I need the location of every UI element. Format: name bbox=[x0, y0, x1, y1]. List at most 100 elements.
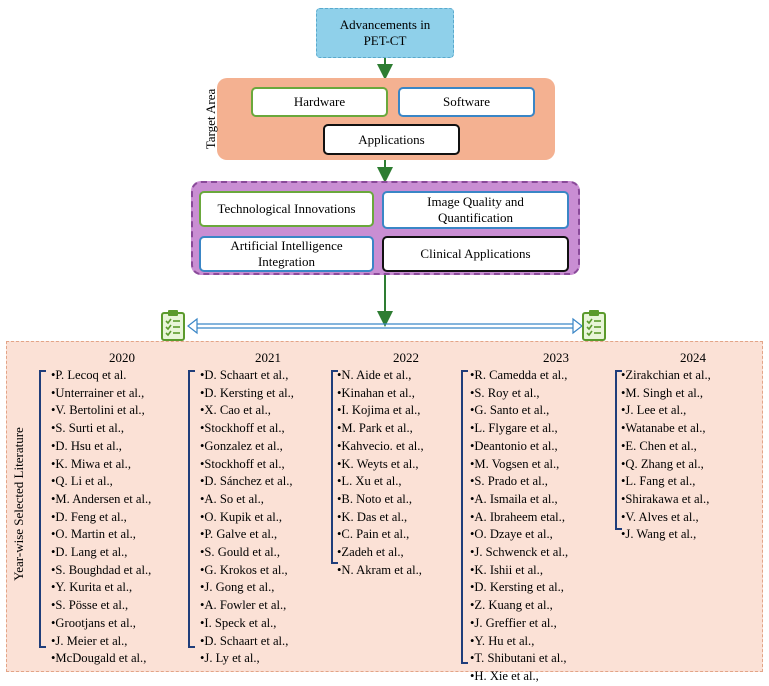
literature-item: O. Martin et al., bbox=[51, 526, 151, 544]
literature-label: Year-wise Selected Literature bbox=[11, 427, 26, 581]
literature-item: K. Miwa et al., bbox=[51, 456, 151, 474]
literature-item: B. Noto et al., bbox=[337, 491, 424, 509]
applications-box: Applications bbox=[323, 124, 460, 155]
literature-item: M. Singh et al., bbox=[621, 385, 711, 403]
hardware-label: Hardware bbox=[293, 94, 346, 109]
year-2021: 2021 bbox=[255, 350, 281, 365]
literature-item: Zadeh et al., bbox=[337, 544, 424, 562]
literature-item: S. Prado et al., bbox=[470, 473, 568, 491]
hardware-box: Hardware bbox=[251, 87, 388, 117]
literature-item: Q. Zhang et al., bbox=[621, 456, 711, 474]
literature-item: S. Gould et al., bbox=[200, 544, 294, 562]
literature-item: K. Weyts et al., bbox=[337, 456, 424, 474]
literature-item: V. Bertolini et al., bbox=[51, 402, 151, 420]
literature-item: J. Gong et al., bbox=[200, 579, 294, 597]
column-2024: Zirakchian et al.,M. Singh et al.,J. Lee… bbox=[621, 367, 711, 544]
literature-item: D. Feng et al., bbox=[51, 509, 151, 527]
literature-item: E. Chen et al., bbox=[621, 438, 711, 456]
literature-item: Grootjans et al., bbox=[51, 615, 151, 633]
column-2023: R. Camedda et al.,S. Roy et al.,G. Santo… bbox=[470, 367, 568, 686]
column-2021: D. Schaart et al.,D. Kersting et al.,X. … bbox=[200, 367, 294, 668]
literature-item: M. Park et al., bbox=[337, 420, 424, 438]
literature-item: P. Lecoq et al. bbox=[51, 367, 151, 385]
literature-item: T. Shibutani et al., bbox=[470, 650, 568, 668]
literature-item: McDougald et al., bbox=[51, 650, 151, 668]
literature-item: Stockhoff et al., bbox=[200, 456, 294, 474]
literature-item: S. Pösse et al., bbox=[51, 597, 151, 615]
column-2020: P. Lecoq et al.Unterrainer et al.,V. Ber… bbox=[51, 367, 151, 668]
double-arrow bbox=[187, 317, 583, 335]
clinical-applications-label: Clinical Applications bbox=[420, 246, 531, 261]
literature-item: J. Lee et al., bbox=[621, 402, 711, 420]
literature-item: Deantonio et al., bbox=[470, 438, 568, 456]
literature-item: D. Lang et al., bbox=[51, 544, 151, 562]
literature-item: Stockhoff et al., bbox=[200, 420, 294, 438]
bracket-2024 bbox=[615, 370, 622, 530]
literature-item: P. Galve et al., bbox=[200, 526, 294, 544]
literature-item: Y. Hu et al., bbox=[470, 633, 568, 651]
literature-item: Kahvecio. et al., bbox=[337, 438, 423, 456]
target-area-label: Target Area bbox=[203, 88, 218, 150]
clipboard-checklist-icon bbox=[161, 310, 185, 341]
literature-item: M. Vogsen et al., bbox=[470, 456, 568, 474]
literature-item: O. Kupik et al., bbox=[200, 509, 294, 527]
literature-item: O. Dzaye et al., bbox=[470, 526, 568, 544]
literature-item: A. Fowler et al., bbox=[200, 597, 294, 615]
top-title: Advancements in PET-CT bbox=[339, 17, 431, 48]
literature-item: D. Kersting et al., bbox=[200, 385, 294, 403]
literature-item: D. Schaart et al., bbox=[200, 367, 294, 385]
literature-item: A. Ismaila et al., bbox=[470, 491, 568, 509]
literature-item: Kinahan et al., bbox=[337, 385, 424, 403]
bracket-2023 bbox=[461, 370, 468, 664]
literature-item: Unterrainer et al., bbox=[51, 385, 151, 403]
literature-item: L. Flygare et al., bbox=[470, 420, 568, 438]
literature-item: D. Hsu et al., bbox=[51, 438, 151, 456]
literature-item: L. Fang et al., bbox=[621, 473, 711, 491]
software-label: Software bbox=[443, 94, 490, 109]
literature-item: K. Das et al., bbox=[337, 509, 424, 527]
literature-item: S. Roy et al., bbox=[470, 385, 568, 403]
clipboard-checklist-icon bbox=[582, 310, 606, 341]
literature-item: G. Santo et al., bbox=[470, 402, 568, 420]
technological-innovations-box: Technological Innovations bbox=[199, 191, 374, 227]
literature-item: A. So et al., bbox=[200, 491, 294, 509]
literature-item: Shirakawa et al., bbox=[621, 491, 711, 509]
column-2022: N. Aide et al.,Kinahan et al.,I. Kojima … bbox=[337, 367, 424, 580]
literature-item: J. Wang et al., bbox=[621, 526, 711, 544]
literature-item: L. Xu et al., bbox=[337, 473, 424, 491]
ai-integration-label: Artificial Intelligence Integration bbox=[230, 238, 343, 269]
literature-item: X. Cao et al., bbox=[200, 402, 294, 420]
ai-integration-box: Artificial Intelligence Integration bbox=[199, 236, 374, 272]
literature-item: M. Andersen et al., bbox=[51, 491, 151, 509]
literature-item: Z. Kuang et al., bbox=[470, 597, 568, 615]
literature-item: J. Schwenck et al., bbox=[470, 544, 568, 562]
literature-item: Zirakchian et al., bbox=[621, 367, 710, 385]
literature-item: S. Surti et al., bbox=[51, 420, 151, 438]
literature-item: G. Krokos et al., bbox=[200, 562, 294, 580]
year-2024: 2024 bbox=[680, 350, 706, 365]
literature-item: J. Ly et al., bbox=[200, 650, 294, 668]
technological-innovations-label: Technological Innovations bbox=[217, 201, 356, 216]
literature-item: Watanabe et al., bbox=[621, 420, 711, 438]
bracket-2020 bbox=[39, 370, 46, 648]
literature-item: N. Akram et al., bbox=[337, 562, 424, 580]
literature-item: D. Sánchez et al., bbox=[200, 473, 294, 491]
literature-item: I. Speck et al., bbox=[200, 615, 294, 633]
image-quality-box: Image Quality and Quantification bbox=[382, 191, 569, 229]
software-box: Software bbox=[398, 87, 535, 117]
image-quality-label: Image Quality and Quantification bbox=[427, 194, 524, 225]
bracket-2022 bbox=[331, 370, 338, 564]
literature-item: K. Ishii et al., bbox=[470, 562, 568, 580]
clinical-applications-box: Clinical Applications bbox=[382, 236, 569, 272]
year-2023: 2023 bbox=[543, 350, 569, 365]
literature-item: D. Kersting et al., bbox=[470, 579, 568, 597]
literature-item: R. Camedda et al., bbox=[470, 367, 568, 385]
literature-item: V. Alves et al., bbox=[621, 509, 711, 527]
literature-item: D. Schaart et al., bbox=[200, 633, 294, 651]
literature-item: N. Aide et al., bbox=[337, 367, 424, 385]
literature-item: Gonzalez et al., bbox=[200, 438, 294, 456]
literature-item: S. Boughdad et al., bbox=[51, 562, 151, 580]
literature-item: Y. Kurita et al., bbox=[51, 579, 151, 597]
literature-item: J. Greffier et al., bbox=[470, 615, 568, 633]
